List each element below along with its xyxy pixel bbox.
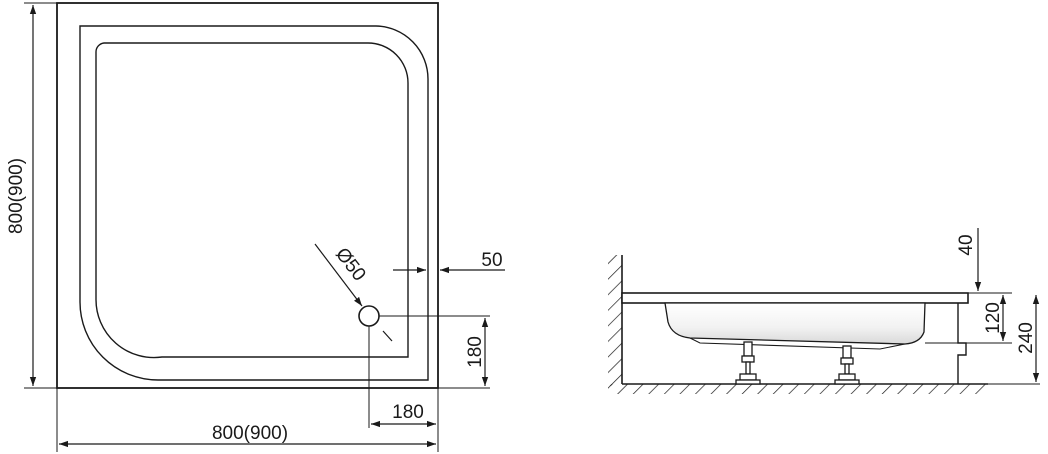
total-height-label: 240 [1016, 322, 1037, 354]
side-view [608, 228, 1040, 394]
tray-apron [957, 303, 967, 384]
tray-basin-inner [95, 42, 409, 359]
wall-offset-label: 50 [481, 250, 502, 271]
tray-rim [621, 292, 969, 304]
tray-basin-base [689, 337, 906, 350]
tray-basin [664, 302, 926, 345]
wall-hatching [608, 255, 622, 386]
drain-diameter-label: Ø50 [331, 244, 370, 285]
tray-rim-outer [79, 25, 429, 381]
adjustable-foot-left [735, 341, 761, 385]
width-label: 800(900) [212, 423, 288, 444]
drain-from-bottom-label: 180 [465, 336, 486, 368]
drain-circle [358, 305, 380, 327]
drain-diameter-leader [314, 243, 363, 307]
tray-height-label: 120 [983, 302, 1004, 334]
floor-hatching [608, 384, 988, 394]
tray-outline [56, 2, 439, 389]
rim-label: 40 [956, 234, 977, 255]
adjustable-foot-right [834, 345, 860, 385]
drain-diameter-leader-tail [382, 330, 393, 342]
height-label: 800(900) [6, 158, 27, 234]
plan-view [24, 2, 505, 452]
drain-from-right-label: 180 [392, 402, 424, 423]
